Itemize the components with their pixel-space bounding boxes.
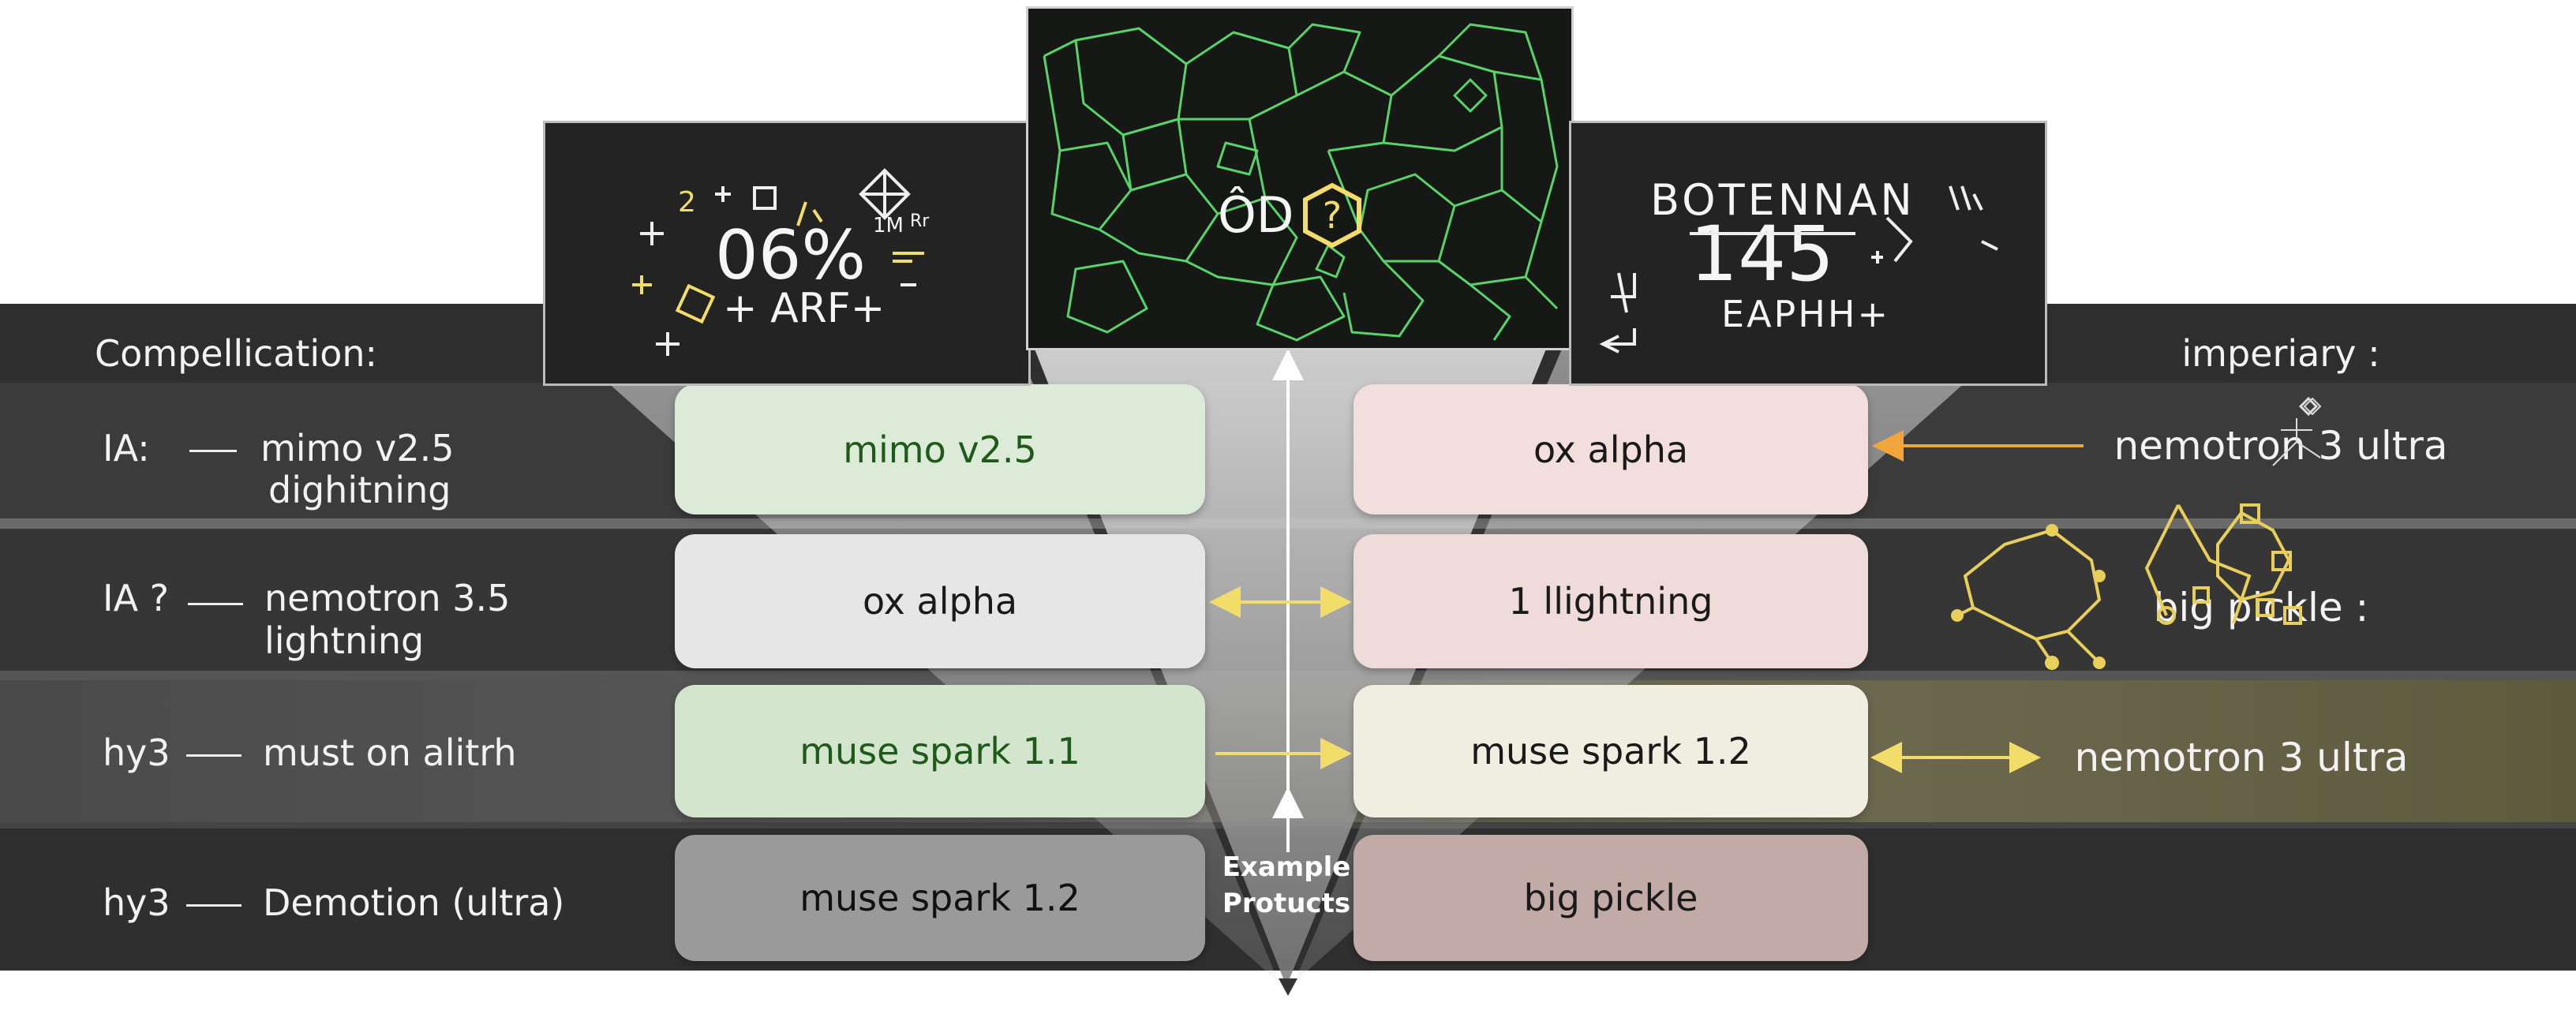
panel-right-decor [1599, 185, 1998, 354]
left-box-4[interactable]: muse spark 1.2 [675, 835, 1205, 961]
row-prefix: IA: [103, 427, 150, 469]
panel-right-sub: EAPHH+ [1721, 293, 1890, 335]
panel-right: BOTENNAN 145 EAPHH+ [1569, 121, 2047, 386]
left-box-3[interactable]: muse spark 1.1 [675, 685, 1205, 817]
dash-line [186, 754, 242, 757]
panel-left-small: 2 [678, 186, 696, 219]
dash-line [189, 450, 237, 452]
panel-left-decor [632, 168, 924, 356]
panel-center-graph [1043, 23, 1559, 342]
right-label-1: nemotron 3 ultra [2114, 423, 2448, 469]
svg-text:?: ? [1323, 194, 1342, 237]
left-header: Compellication: [95, 332, 378, 375]
right-graph-left [1956, 528, 2102, 664]
right-label-2: big pickle : [2153, 585, 2369, 630]
panel-right-main: 145 [1690, 210, 1835, 298]
right-label-3: nemotron 3 ultra [2074, 735, 2409, 780]
row-prefix: hy3 [103, 881, 170, 924]
row-label: nemotron 3.5 [264, 577, 511, 619]
row-label-line2: lightning [264, 619, 425, 662]
right-box-4[interactable]: big pickle [1354, 835, 1868, 961]
row-label: Demotion (ultra) [263, 881, 565, 924]
panel-center: ÔD ? [1026, 6, 1574, 350]
panel-left: 06% + ARF+ 2 1M Rr [543, 121, 1031, 386]
right-graph-right [2144, 503, 2302, 625]
panel-left-main: 06% [715, 216, 867, 295]
right-header: imperiary : [2181, 332, 2380, 375]
question-hex-icon: ? [1303, 182, 1361, 249]
dash-line [186, 904, 242, 907]
caption-line-1: Example [1222, 851, 1351, 883]
panel-left-sub: + ARF+ [723, 285, 886, 332]
panel-left-small: Rr [910, 211, 930, 231]
left-box-1[interactable]: mimo v2.5 [675, 384, 1205, 514]
row-label: mimo v2.5 [260, 427, 455, 469]
funnel-tip [1279, 978, 1297, 996]
row-label-line2: dighitning [268, 469, 451, 511]
center-caption: Example Protucts [1200, 849, 1373, 922]
panel-left-small: 1M [873, 214, 904, 238]
dash-line [188, 603, 243, 605]
row-prefix: IA ? [103, 577, 170, 619]
panel-center-label: ÔD [1218, 186, 1294, 244]
caption-line-2: Protucts [1222, 888, 1351, 919]
right-box-2[interactable]: 1 llightning [1354, 534, 1868, 668]
right-box-3[interactable]: muse spark 1.2 [1354, 685, 1868, 817]
right-box-1[interactable]: ox alpha [1354, 384, 1868, 514]
left-box-2[interactable]: ox alpha [675, 534, 1205, 668]
row-label: must on alitrh [263, 731, 517, 774]
panel-right-top: BOTENNAN [1650, 175, 1915, 225]
row-prefix: hy3 [103, 731, 170, 774]
